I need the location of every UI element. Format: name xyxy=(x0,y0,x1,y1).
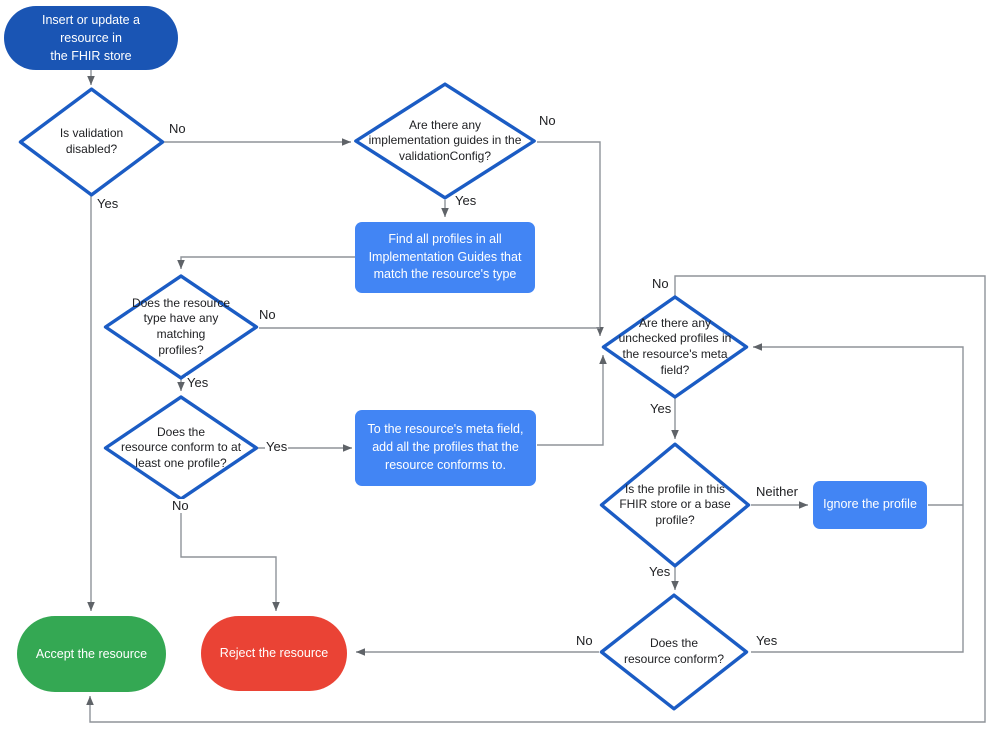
edge-add_profiles-unchecked xyxy=(537,355,604,446)
process-add-profiles-meta-label: To the resource's meta field, add all th… xyxy=(367,422,524,472)
edge-label-validation-impl_guides: No xyxy=(168,121,187,137)
decision-resource-conform: Does the resource conform? xyxy=(600,594,748,710)
decision-matching-profiles: Does the resource type have any matching… xyxy=(104,275,258,379)
diamond-shape xyxy=(354,83,536,199)
decision-unchecked-profiles: Are there any unchecked profiles in the … xyxy=(602,296,748,398)
node-accept-resource: Accept the resource xyxy=(17,616,166,692)
edge-label-conform_one-reject: No xyxy=(171,498,190,514)
diamond-shape xyxy=(19,88,164,196)
arrowhead-is_profile-ignore xyxy=(799,501,808,509)
diamond-shape xyxy=(104,396,258,500)
arrowhead-validation-accept xyxy=(87,602,95,611)
process-add-profiles-meta: To the resource's meta field, add all th… xyxy=(355,410,536,486)
decision-implementation-guides: Are there any implementation guides in t… xyxy=(354,83,536,199)
edge-conform_one-reject xyxy=(180,500,277,611)
edge-label-validation-accept: Yes xyxy=(96,196,120,212)
arrowhead-add_profiles-unchecked xyxy=(599,355,607,364)
node-start-label: Insert or update a resource in the FHIR … xyxy=(42,12,140,64)
arrowhead-unchecked-accept xyxy=(86,696,94,705)
arrowhead-conform_one-reject xyxy=(272,602,280,611)
arrowhead-find_profiles-matching xyxy=(177,260,185,269)
decision-profile-in-store: Is the profile in this FHIR store or a b… xyxy=(600,443,750,567)
edge-conform-unchecked xyxy=(751,346,964,653)
edge-label-unchecked-is_profile: Yes xyxy=(649,401,673,417)
diamond-shape xyxy=(602,296,748,398)
decision-profile-in-store-label: Is the profile in this FHIR store or a b… xyxy=(619,481,731,527)
decision-matching-profiles-label: Does the resource type have any matching… xyxy=(131,295,231,357)
edge-label-unchecked-accept: No xyxy=(651,276,670,292)
edge-label-conform-reject: No xyxy=(575,633,594,649)
arrowhead-impl_guides-find_profiles xyxy=(441,208,449,217)
node-reject-resource: Reject the resource xyxy=(201,616,347,691)
process-find-profiles-label: Find all profiles in all Implementation … xyxy=(368,231,522,282)
edge-label-matching-unchecked: No xyxy=(258,307,277,323)
edge-unchecked-accept xyxy=(89,275,986,723)
edge-label-is_profile-conform: Yes xyxy=(648,564,672,580)
process-ignore-profile: Ignore the profile xyxy=(813,481,927,529)
decision-unchecked-profiles-label: Are there any unchecked profiles in the … xyxy=(618,315,732,377)
arrowhead-matching-conform_one xyxy=(177,382,185,391)
edge-label-matching-conform_one: Yes xyxy=(186,375,210,391)
node-start: Insert or update a resource in the FHIR … xyxy=(4,6,178,70)
arrowhead-is_profile-conform xyxy=(671,581,679,590)
arrowhead-validation-impl_guides xyxy=(342,138,351,146)
process-ignore-profile-label: Ignore the profile xyxy=(823,497,917,512)
diamond-shape xyxy=(600,443,750,567)
decision-conform-one-profile-label: Does the resource conform to at least on… xyxy=(120,424,242,470)
decision-resource-conform-label: Does the resource conform? xyxy=(623,636,725,666)
decision-conform-one-profile: Does the resource conform to at least on… xyxy=(104,396,258,500)
decision-implementation-guides-label: Are there any implementation guides in t… xyxy=(368,117,522,163)
decision-validation-disabled-label: Is validation disabled? xyxy=(59,126,124,156)
diamond-shape xyxy=(104,275,258,379)
edge-find_profiles-matching xyxy=(180,256,355,269)
process-find-profiles: Find all profiles in all Implementation … xyxy=(355,222,535,293)
arrowhead-start-validation xyxy=(87,76,95,85)
edge-label-conform_one-add_profiles: Yes xyxy=(265,439,289,455)
diamond-shape xyxy=(600,594,748,710)
arrowhead-unchecked-is_profile xyxy=(671,430,679,439)
edge-label-impl_guides-unchecked: No xyxy=(538,113,557,129)
node-accept-resource-label: Accept the resource xyxy=(35,646,148,661)
decision-validation-disabled: Is validation disabled? xyxy=(19,88,164,196)
node-reject-resource-label: Reject the resource xyxy=(219,646,329,661)
arrowhead-conform_one-add_profiles xyxy=(343,444,352,452)
edge-label-conform-unchecked: Yes xyxy=(755,633,779,649)
edge-label-impl_guides-find_profiles: Yes xyxy=(454,193,478,209)
arrowhead-conform-reject xyxy=(356,648,365,656)
edge-label-is_profile-ignore: Neither xyxy=(755,484,799,500)
arrowhead-conform-unchecked xyxy=(753,343,762,351)
arrowhead-impl_guides-unchecked xyxy=(596,327,604,336)
edge-impl_guides-unchecked xyxy=(537,141,601,336)
